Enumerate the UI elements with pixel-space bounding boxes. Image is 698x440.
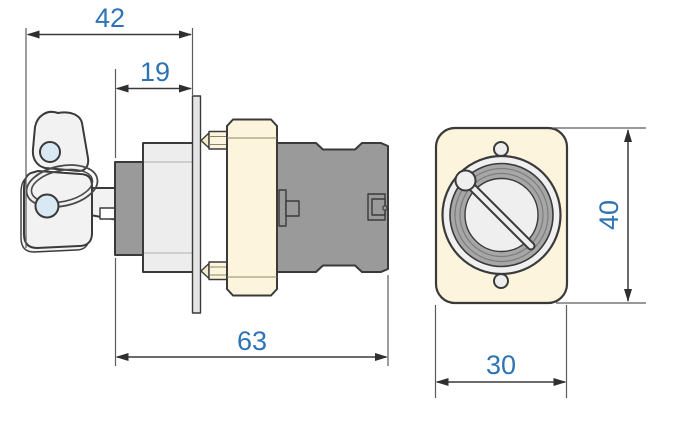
dim-19: 19 (114, 57, 192, 158)
arrow-left-icon (435, 378, 449, 386)
latch-left (278, 189, 300, 227)
arrow-right-icon (375, 353, 388, 361)
arrow-left-icon (26, 30, 40, 39)
mounting-nut (226, 118, 278, 297)
tab-bottom (493, 273, 509, 289)
fixing-screw-bottom (200, 261, 229, 281)
arrow-left-icon (115, 353, 129, 361)
dim-40-label: 40 (594, 200, 624, 230)
fixing-screw-top (200, 130, 229, 150)
arrow-down-icon (624, 289, 632, 302)
mounting-panel (191, 95, 202, 314)
contact-block (276, 142, 389, 273)
key-ring-icon (25, 164, 99, 208)
key-icon (20, 110, 119, 253)
key-hole-bottom (34, 193, 60, 219)
key-blade-notch (99, 207, 116, 220)
dim-42-label: 42 (95, 3, 125, 33)
key-hole-top (39, 141, 61, 163)
arrow-right-icon (553, 378, 567, 386)
key-slot (454, 169, 536, 251)
side-view (20, 95, 389, 314)
key-slot-pivot (454, 169, 477, 192)
dim-30-label: 30 (486, 350, 516, 380)
latch-right (367, 193, 388, 221)
arrow-right-icon (179, 30, 192, 39)
arrow-right-icon (179, 84, 192, 93)
front-view (434, 126, 569, 305)
switch-head (142, 142, 194, 273)
dim-30: 30 (434, 305, 568, 398)
dim-40: 40 (553, 127, 646, 304)
dim-42: 42 (25, 3, 194, 248)
lock-barrel (114, 161, 144, 256)
dim-63: 63 (114, 258, 389, 366)
arrow-left-icon (115, 84, 129, 93)
key-bow-top (31, 110, 90, 172)
arrow-up-icon (624, 129, 632, 142)
tab-top (493, 141, 509, 157)
dim-19-label: 19 (140, 57, 170, 87)
dim-63-label: 63 (237, 326, 267, 356)
